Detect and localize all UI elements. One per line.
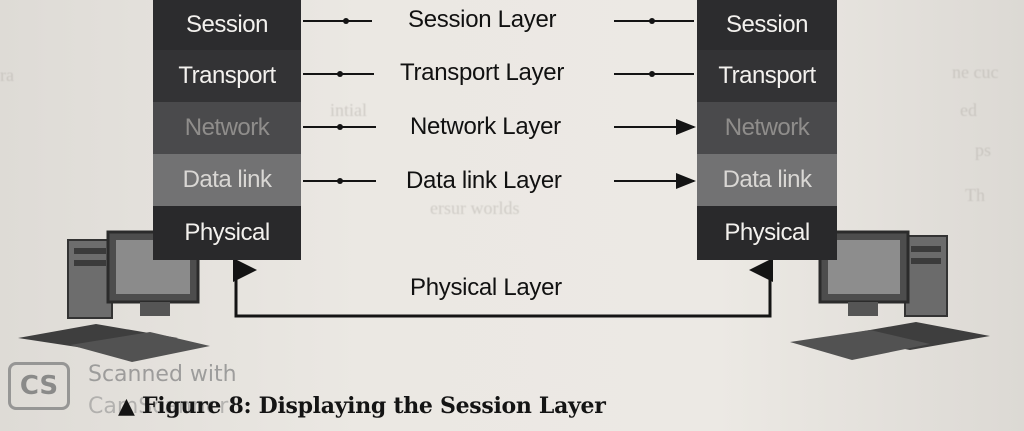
data-link-layer-label: Data link Layer bbox=[406, 167, 562, 194]
caption-marker-icon: ▲ bbox=[118, 393, 142, 419]
right-network-layer: Network bbox=[697, 102, 837, 154]
bleed-through-text: ps bbox=[975, 140, 992, 160]
physical-layer-label: Physical Layer bbox=[410, 274, 562, 301]
left-network-layer: Network bbox=[153, 102, 301, 154]
transport-layer-label: Transport Layer bbox=[400, 59, 565, 86]
left-transport-layer: Transport bbox=[153, 50, 301, 102]
left-computer-icon bbox=[18, 230, 210, 362]
watermark-line-2: CamScanner bbox=[88, 394, 229, 419]
left-osi-stack: Session Transport Network Data link Phys… bbox=[153, 0, 301, 260]
bleed-through-text: ed bbox=[960, 100, 977, 120]
network-layer-label: Network Layer bbox=[410, 113, 561, 140]
right-transport-layer: Transport bbox=[697, 50, 837, 102]
right-physical-layer: Physical bbox=[697, 206, 837, 260]
bleed-through-text: intial bbox=[330, 100, 367, 120]
watermark-line-1: Scanned with bbox=[88, 362, 237, 387]
right-osi-stack: Session Transport Network Data link Phys… bbox=[697, 0, 837, 260]
left-data-link-layer: Data link bbox=[153, 154, 301, 206]
bleed-through-text: ersur worlds bbox=[430, 198, 520, 218]
right-session-layer: Session bbox=[697, 0, 837, 50]
bleed-through-text: Th bbox=[965, 185, 985, 205]
session-layer-label: Session Layer bbox=[408, 6, 557, 33]
left-physical-layer: Physical bbox=[153, 206, 301, 260]
right-computer-icon bbox=[790, 230, 990, 360]
camscanner-logo-icon: CS bbox=[8, 362, 70, 410]
bleed-through-text: ra bbox=[0, 65, 14, 85]
bleed-through-text: ne cuc bbox=[952, 62, 999, 82]
figure-caption: ▲ Figure 8: Displaying the Session Layer bbox=[118, 393, 606, 419]
left-session-layer: Session bbox=[153, 0, 301, 50]
right-data-link-layer: Data link bbox=[697, 154, 837, 206]
